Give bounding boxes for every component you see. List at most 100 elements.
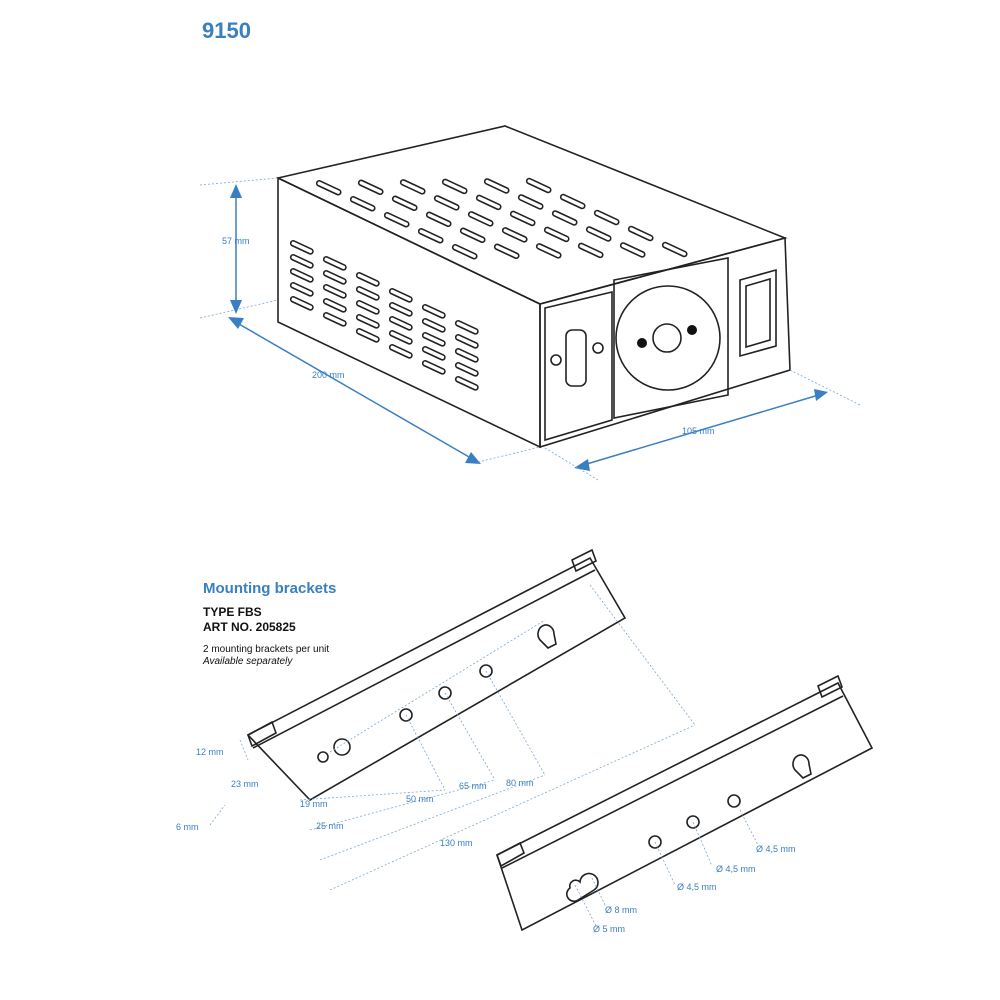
dim-23mm: 23 mm [231, 779, 259, 789]
socket-pin [687, 325, 697, 335]
vent-slot [421, 346, 446, 361]
vent-slot [322, 270, 347, 285]
vent-slot [454, 376, 479, 391]
hole-dim: Ø 8 mm [605, 905, 637, 915]
top-vent-slots [315, 177, 688, 260]
mounting-bracket-2 [496, 674, 874, 932]
length-dim: 200 mm [312, 370, 345, 380]
hole [727, 794, 741, 808]
vent-slot [559, 193, 586, 210]
hole-dim: Ø 4,5 mm [716, 864, 756, 874]
hole [648, 835, 662, 849]
vent-slot [322, 284, 347, 299]
hole [686, 815, 700, 829]
screw-icon [550, 354, 562, 366]
hole-dim: Ø 4,5 mm [677, 882, 717, 892]
vent-slot [467, 211, 494, 227]
mounting-bracket-1 [246, 548, 627, 802]
keyhole-slot [537, 624, 557, 649]
per-unit-note: 2 mounting brackets per unit [203, 644, 330, 655]
vent-slot [388, 344, 413, 359]
hole [438, 686, 452, 700]
dim-6mm: 6 mm [176, 822, 199, 832]
vent-slot [388, 302, 413, 317]
socket-plate [613, 257, 729, 419]
brackets-heading: Mounting brackets [203, 580, 337, 597]
vent-slot [421, 360, 446, 375]
vent-slot [525, 177, 552, 194]
vent-slot [425, 211, 452, 228]
vent-slot [593, 209, 620, 226]
vent-slot [355, 300, 380, 315]
vent-slot [451, 244, 478, 260]
power-unit-box [275, 125, 791, 449]
vent-slot [585, 226, 612, 242]
availability-note: Available separately [203, 656, 293, 667]
hole [479, 664, 493, 678]
vent-slot [493, 243, 520, 260]
vent-slot [388, 330, 413, 345]
vent-slot [459, 227, 486, 244]
vent-slot [322, 298, 347, 313]
switch-rocker [745, 277, 771, 349]
vent-slot [355, 328, 380, 343]
vent-slot [289, 268, 314, 283]
keyhole-slot [792, 754, 812, 779]
vent-slot [421, 332, 446, 347]
dim-12mm: 12 mm [196, 747, 224, 757]
dim-19mm: 19 mm [300, 799, 328, 809]
vent-slot [619, 242, 646, 258]
keyhole-large [333, 738, 351, 756]
vent-slot [289, 296, 314, 311]
dim-65mm: 65 mm [459, 781, 487, 791]
side-vent-slots [289, 240, 479, 391]
connector-port [565, 329, 587, 387]
vent-slot [383, 212, 410, 228]
vent-slot [421, 318, 446, 333]
vent-slot [289, 240, 314, 255]
vent-slot [289, 282, 314, 297]
box-side-face [277, 176, 541, 449]
vent-slot [501, 227, 528, 243]
vent-slot [483, 178, 510, 194]
vent-slot [391, 195, 418, 212]
vent-slot [454, 362, 479, 377]
vent-slot [355, 286, 380, 301]
dim-25mm: 25 mm [316, 821, 344, 831]
dim-130mm: 130 mm [440, 838, 473, 848]
art-no-label: ART NO. 205825 [203, 620, 296, 634]
vent-slot [535, 243, 562, 259]
vent-slot [661, 241, 688, 258]
vent-slot [357, 179, 384, 196]
dim-80mm: 80 mm [506, 778, 534, 788]
type-label: TYPE FBS [203, 605, 262, 619]
vent-slot [627, 225, 654, 242]
screw-icon [592, 342, 604, 354]
vent-slot [433, 195, 460, 211]
hole-dim: Ø 4,5 mm [756, 844, 796, 854]
bracket-dimensions: 12 mm 23 mm 6 mm 19 mm 25 mm 50 mm 65 mm… [176, 584, 796, 934]
box-dimensions: 57 mm 200 mm 105 mm [199, 177, 861, 481]
socket-pin [637, 338, 647, 348]
vent-slot [355, 314, 380, 329]
vent-slot [551, 210, 578, 226]
vent-slot [399, 179, 426, 195]
vent-slot [517, 194, 544, 210]
brackets-notes: 2 mounting brackets per unit Available s… [203, 644, 329, 668]
vent-slot [322, 256, 347, 271]
vent-slot [543, 226, 570, 243]
hole-dim: Ø 5 mm [593, 924, 625, 934]
vent-slot [388, 316, 413, 331]
power-socket [615, 285, 721, 391]
power-switch [739, 268, 777, 358]
vent-slot [441, 178, 468, 195]
brackets-type: TYPE FBS ART NO. 205825 [203, 605, 296, 635]
hole [399, 708, 413, 722]
vent-slot [421, 304, 446, 319]
vent-slot [388, 288, 413, 303]
vent-slot [315, 180, 342, 196]
vent-slot [454, 320, 479, 335]
product-title: 9150 [202, 18, 251, 43]
vent-slot [289, 254, 314, 269]
vent-slot [355, 272, 380, 287]
